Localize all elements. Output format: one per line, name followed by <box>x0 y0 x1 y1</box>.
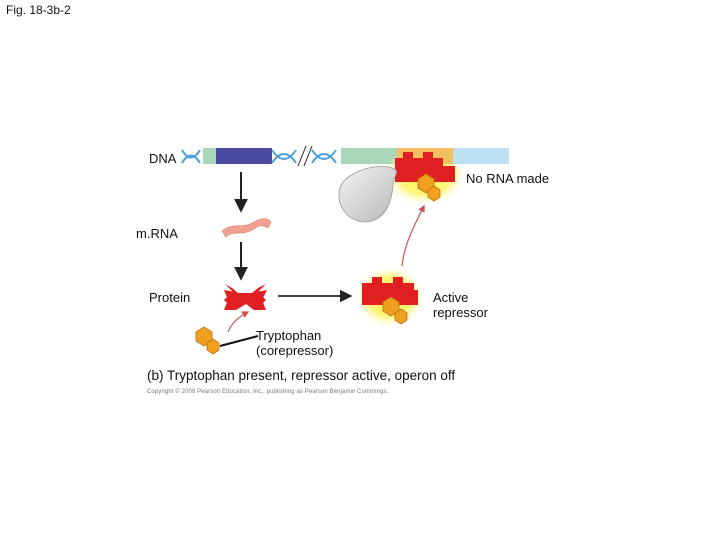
bound-repressor <box>395 152 455 202</box>
no-rna-made-label: No RNA made <box>466 171 550 186</box>
protein-label: Protein <box>149 290 191 305</box>
dna-label: DNA <box>149 151 177 166</box>
dna-gene-block <box>216 148 272 164</box>
slide-label: Fig. 18-3b-2 <box>6 3 71 17</box>
copyright-notice: Copyright © 2008 Pearson Education, Inc.… <box>147 389 389 395</box>
rna-polymerase <box>338 166 397 223</box>
dna-blue-segment <box>453 148 509 164</box>
arrow-repressor-to-operator <box>401 204 425 267</box>
tryptophan-leader-line <box>219 335 259 347</box>
arrow-tryptophan-to-repressor <box>227 311 250 333</box>
dna-green-segment <box>341 148 397 164</box>
tryptophan-label-line1: Tryptophan <box>256 328 322 343</box>
figure-caption: (b) Tryptophan present, repressor active… <box>147 368 456 383</box>
active-repressor-label: Active repressor <box>433 290 488 320</box>
mrna-label: m.RNA <box>136 226 178 241</box>
tryptophan-label-line2: (corepressor) <box>256 343 334 358</box>
tryptophan-active-2 <box>394 308 408 325</box>
free-tryptophan <box>195 326 220 355</box>
dna-green-segment-left <box>203 148 216 164</box>
mrna-strand <box>221 218 272 238</box>
active-repressor <box>356 267 424 327</box>
active-repressor-label-line2: repressor <box>433 305 488 320</box>
tryptophan-bound-2 <box>427 185 441 202</box>
tryptophan-label: Tryptophan (corepressor) <box>256 328 333 358</box>
active-repressor-label-line1: Active <box>433 290 469 305</box>
